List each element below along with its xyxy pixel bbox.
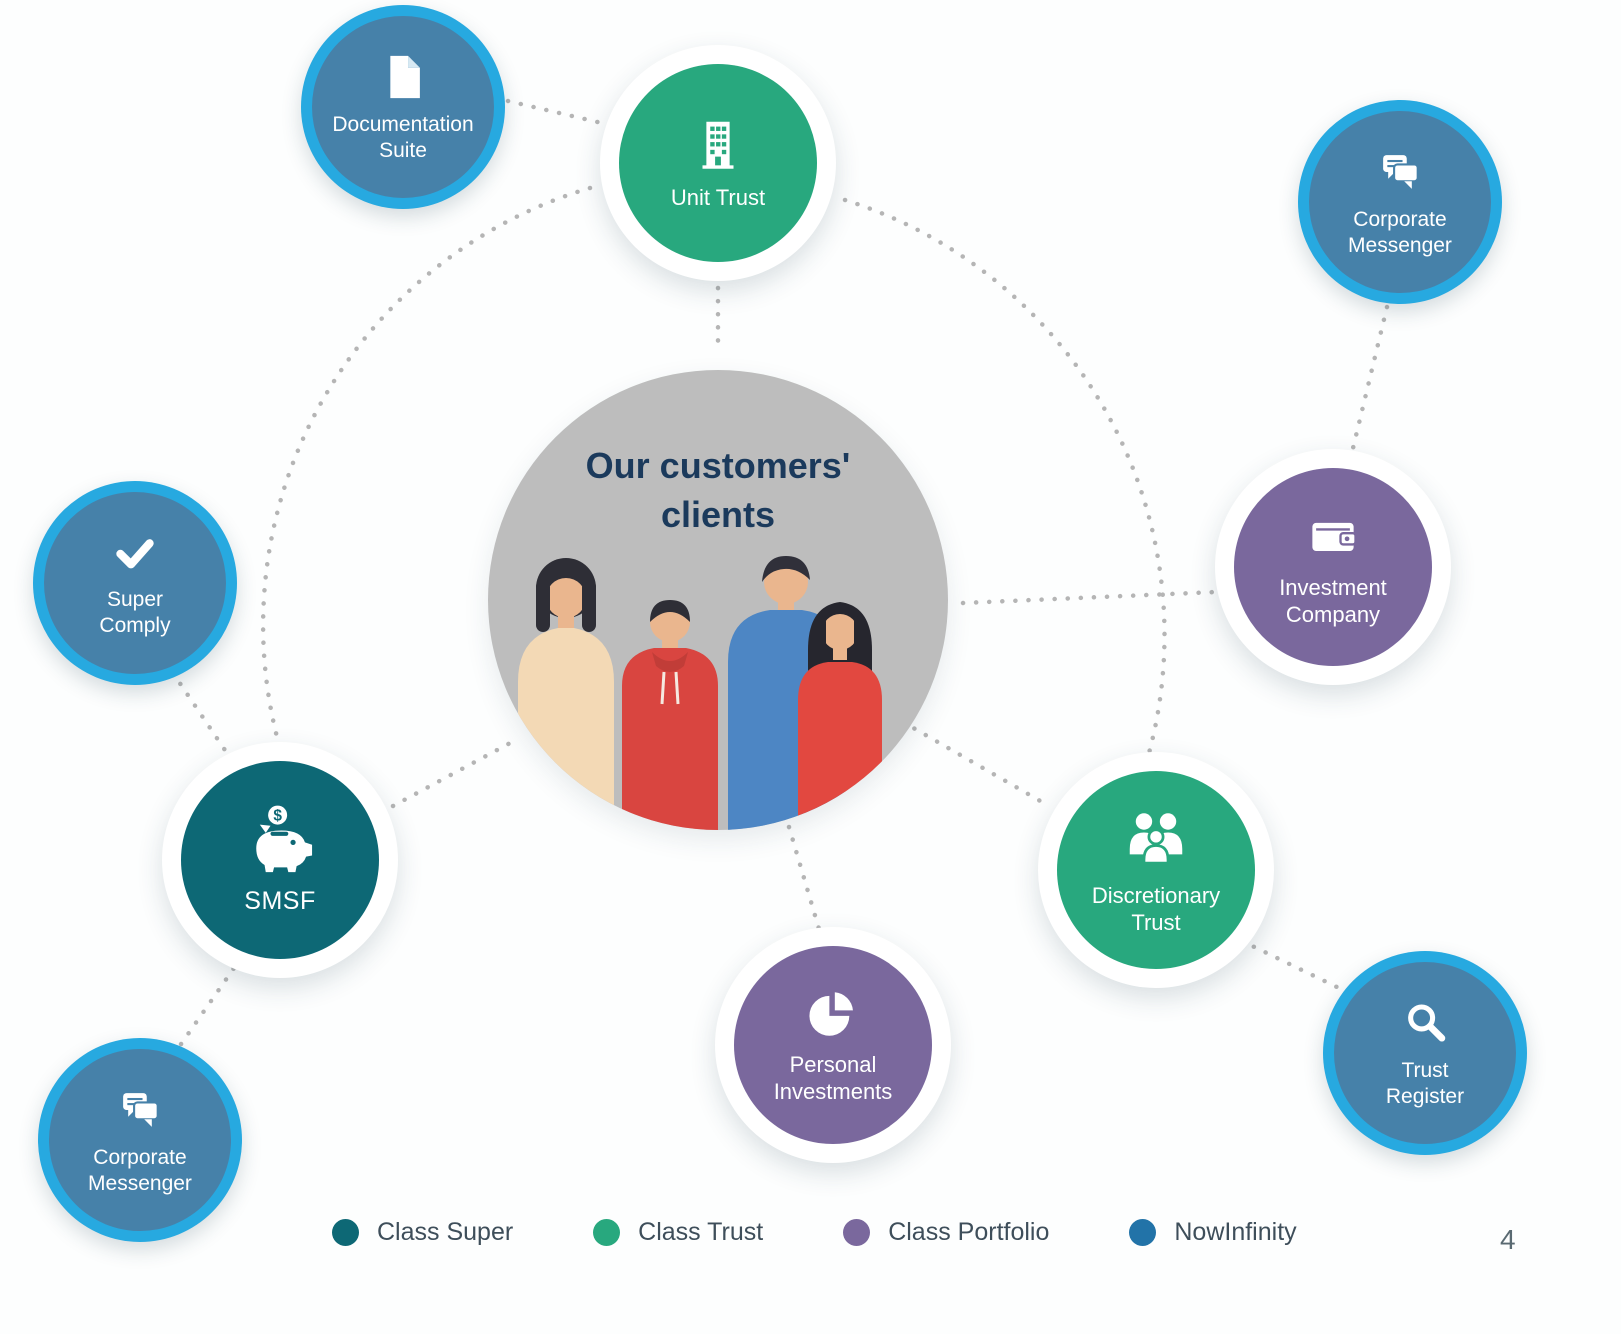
legend-dot-class-portfolio (843, 1219, 871, 1246)
node-label: Trust Register (1385, 1058, 1465, 1108)
person-woman-left (518, 558, 614, 830)
building-icon (687, 114, 749, 176)
connector-cmtop-invest (1344, 304, 1390, 476)
node-label: Discretionary Trust (1091, 882, 1221, 936)
wallet-icon (1303, 506, 1363, 566)
piggy-bank-icon: $ (242, 802, 318, 878)
node-discretionary-trust: Discretionary Trust (1038, 752, 1274, 988)
personal-investments-circle: Personal Investments (734, 946, 932, 1144)
person-man-red-hoodie (622, 600, 718, 830)
node-label: SMSF (244, 887, 316, 916)
node-personal-investments: Personal Investments (715, 927, 951, 1163)
legend-item-nowinfinity: NowInfinity (1129, 1218, 1297, 1247)
connector-super-smsf (170, 670, 236, 765)
node-label: Investment Company (1279, 574, 1387, 628)
node-investment-company: Investment Company (1215, 449, 1451, 685)
legend-label: Class Super (377, 1218, 514, 1246)
discretionary-trust-circle: Discretionary Trust (1057, 771, 1255, 969)
node-super-comply: Super Comply (33, 481, 237, 685)
legend-item-class-portfolio: Class Portfolio (843, 1218, 1049, 1247)
person-woman-right (798, 602, 882, 830)
node-trust-register: Trust Register (1323, 951, 1527, 1155)
node-corporate-messenger-bottom: Corporate Messenger (38, 1038, 242, 1242)
corporate-messenger-top-circle: Corporate Messenger (1309, 111, 1491, 293)
svg-text:$: $ (273, 808, 282, 825)
connector-arc-left (260, 185, 593, 740)
node-smsf: $ SMSF (162, 742, 398, 978)
legend-dot-class-trust (593, 1219, 621, 1246)
people-illustration (518, 556, 882, 830)
pie-chart-icon (804, 985, 862, 1043)
connector-disc-register (1239, 938, 1344, 992)
node-label: Personal Investments (773, 1051, 893, 1105)
unit-trust-circle: Unit Trust (619, 64, 817, 262)
chat-icon (1373, 145, 1427, 199)
connector-smsf-center (390, 739, 515, 809)
chat-icon (113, 1083, 167, 1137)
node-corporate-messenger-top: Corporate Messenger (1298, 100, 1502, 304)
check-icon (109, 527, 161, 579)
documentation-suite-circle: Documentation Suite (312, 16, 494, 198)
trust-register-circle: Trust Register (1334, 962, 1516, 1144)
legend-label: Class Trust (638, 1218, 764, 1246)
magnifier-icon (1398, 996, 1452, 1050)
connector-smsf-cmbot (176, 955, 244, 1050)
center-circle-our-customers-clients: Our customers' clients (488, 370, 948, 830)
connector-arc-right (842, 197, 1167, 756)
node-label: Unit Trust (670, 185, 766, 211)
node-documentation-suite: Documentation Suite (301, 5, 505, 209)
super-comply-circle: Super Comply (44, 492, 226, 674)
investment-company-circle: Investment Company (1234, 468, 1432, 666)
document-icon (376, 50, 430, 104)
legend-item-class-trust: Class Trust (593, 1218, 763, 1247)
center-title: Our customers' clients (585, 445, 851, 535)
node-label: Corporate Messenger (1348, 207, 1452, 257)
legend-item-class-super: Class Super (332, 1218, 513, 1247)
node-label: Documentation Suite (332, 112, 474, 162)
connector-center-personal (786, 824, 822, 932)
connector-center-disc (900, 719, 1052, 809)
family-icon (1121, 804, 1191, 874)
node-label: Super Comply (99, 587, 171, 637)
legend-label: Class Portfolio (888, 1218, 1050, 1246)
connector-doc-unit (505, 98, 609, 127)
legend: Class Super Class Trust Class Portfolio … (332, 1218, 1297, 1247)
legend-label: NowInfinity (1174, 1218, 1297, 1246)
page-number: 4 (1500, 1224, 1516, 1255)
legend-dot-class-super (332, 1219, 359, 1246)
legend-dot-nowinfinity (1129, 1219, 1157, 1246)
node-label: Corporate Messenger (88, 1145, 192, 1195)
connector-center-invest (960, 589, 1219, 606)
smsf-circle: $ SMSF (181, 761, 379, 959)
node-unit-trust: Unit Trust (600, 45, 836, 281)
corporate-messenger-bottom-circle: Corporate Messenger (49, 1049, 231, 1231)
